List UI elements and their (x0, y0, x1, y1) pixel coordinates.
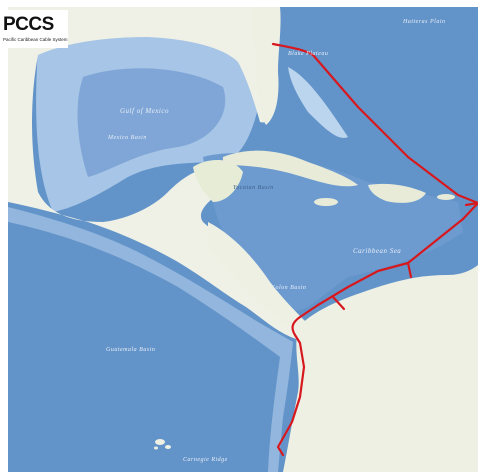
jamaica-land (314, 198, 338, 206)
bahamas-shelf (288, 67, 348, 138)
label-colon-basin: Colon Basin (271, 285, 307, 291)
galapagos-land (155, 439, 165, 445)
central-america-land (208, 222, 306, 335)
cable-branch-colombia (331, 295, 346, 311)
pccs-logo: PCCS Pacific Caribbean Cable System (0, 10, 68, 48)
cable-route (271, 42, 478, 457)
pacific-shelf (8, 207, 293, 472)
label-carnegie-ridge: Carnegie Ridge (183, 457, 228, 463)
label-gulf-of-mexico: Gulf of Mexico (120, 107, 169, 115)
logo-subtitle: Pacific Caribbean Cable System (3, 37, 68, 42)
label-hatteras-plain: Hatteras Plain (403, 19, 446, 25)
cable-segment-panama (291, 315, 302, 345)
cable-segment-puerto-rico-landing (464, 201, 478, 207)
label-blake-plateau: Blake Plateau (288, 51, 329, 57)
cable-branch-curacao (406, 261, 413, 279)
label-mexico-basin: Mexico Basin (108, 135, 147, 141)
cable-segment-florida-puerto-rico (271, 42, 478, 205)
south-america-land (283, 265, 478, 472)
yucatan-land (193, 160, 243, 202)
map-view[interactable]: Hatteras Plain Blake Plateau Gulf of Mex… (8, 7, 478, 472)
cable-segment-caribbean-trunk (298, 201, 478, 319)
logo-text: PCCS (3, 14, 54, 35)
puerto-rico-land (437, 194, 455, 200)
cuba-land (223, 150, 358, 187)
label-guatemala-basin: Guatemala Basin (106, 347, 156, 353)
cable-segment-pacific (276, 341, 306, 457)
gulf-deep (77, 68, 226, 177)
hispaniola-land (368, 183, 426, 203)
basemap (8, 7, 478, 472)
label-yucatan-basin: Yucatan Basin (233, 185, 274, 191)
label-caribbean-sea: Caribbean Sea (353, 247, 402, 255)
florida-land (251, 7, 281, 125)
